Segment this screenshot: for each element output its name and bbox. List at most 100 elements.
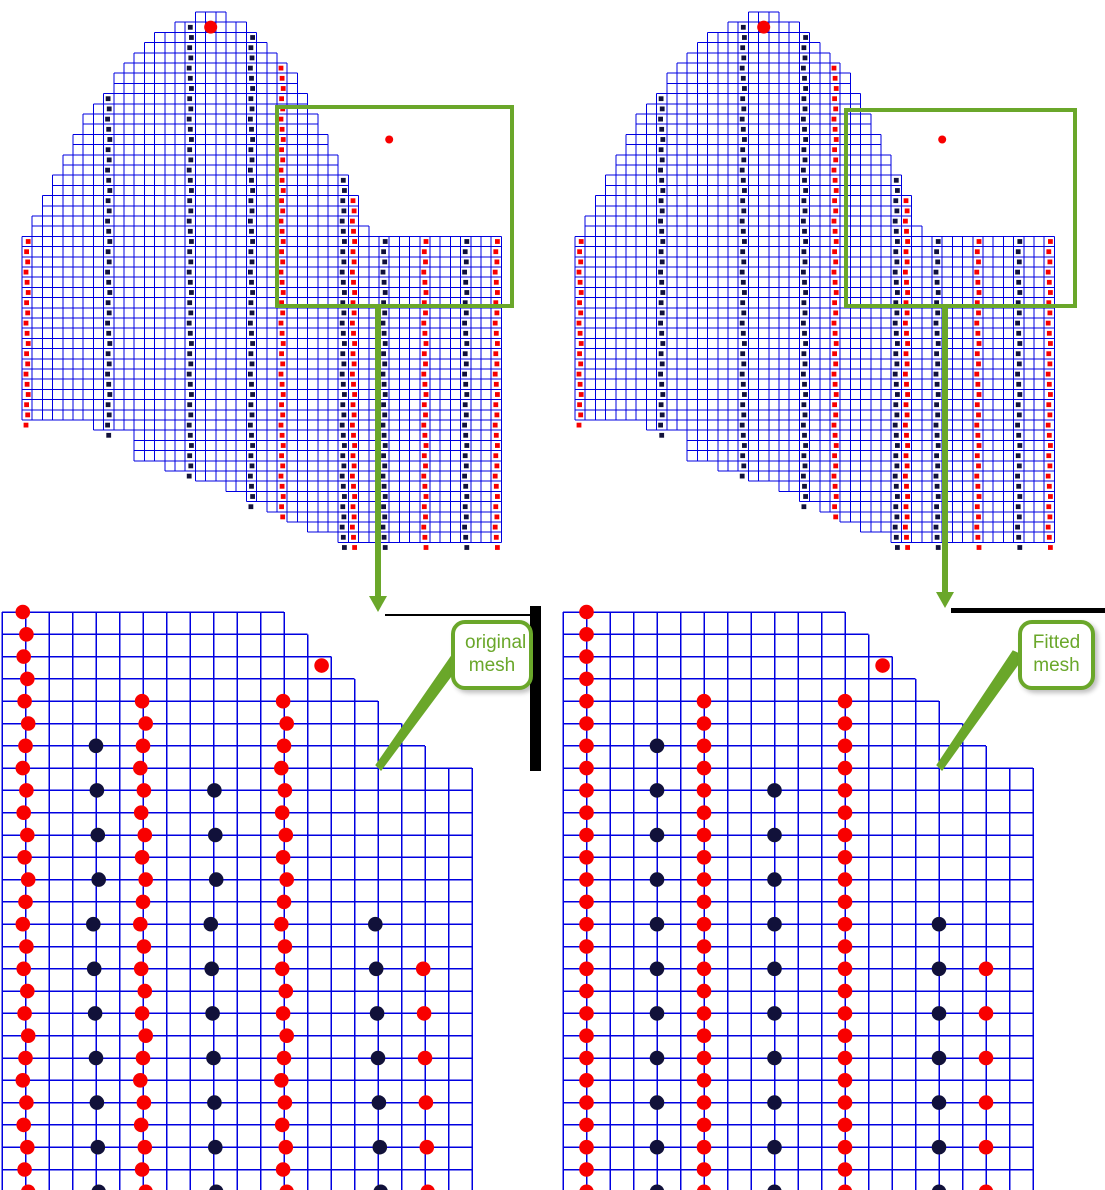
- producer-well-marker: [249, 157, 255, 163]
- producer-well-marker: [249, 177, 254, 183]
- producer-well-marker: [658, 320, 663, 326]
- producer-well-marker: [801, 300, 807, 306]
- injector-well-marker: [351, 259, 357, 265]
- producer-well-marker: [935, 443, 941, 448]
- producer-well-marker: [105, 167, 110, 173]
- detail-well-markers: [579, 604, 994, 1190]
- injector-well-marker: [15, 760, 31, 776]
- producer-well-marker: [801, 320, 806, 326]
- injector-well-marker: [974, 453, 980, 459]
- injector-well-marker: [833, 514, 839, 520]
- injector-well-marker: [832, 381, 838, 387]
- producer-well-marker: [893, 177, 899, 183]
- producer-well-marker: [248, 147, 254, 153]
- injector-well-marker: [492, 320, 498, 326]
- producer-well-marker: [739, 422, 745, 428]
- injector-well-marker: [20, 827, 35, 843]
- injector-well-marker: [1047, 259, 1053, 265]
- injector-well-marker: [138, 872, 153, 887]
- injector-well-marker: [831, 422, 837, 428]
- producer-well-marker: [463, 514, 469, 520]
- producer-well-marker: [339, 473, 345, 479]
- injector-well-marker: [279, 96, 284, 102]
- injector-well-marker: [278, 473, 284, 479]
- injector-well-marker: [831, 218, 837, 224]
- producer-well-marker: [106, 259, 112, 265]
- injector-well-marker: [492, 524, 498, 530]
- producer-well-marker: [894, 412, 900, 418]
- injector-well-marker: [495, 392, 500, 397]
- producer-well-marker: [249, 330, 254, 336]
- producer-well-marker: [803, 35, 808, 40]
- producer-well-marker: [463, 483, 469, 489]
- injector-well-marker: [16, 805, 32, 820]
- injector-well-marker: [832, 147, 837, 153]
- injector-well-marker: [904, 514, 910, 520]
- injector-well-marker: [350, 269, 355, 275]
- producer-well-marker: [381, 249, 386, 255]
- mesh-svg-bottom-left: [1, 604, 473, 1190]
- producer-well-marker: [739, 320, 745, 326]
- injector-well-marker: [280, 463, 286, 469]
- producer-well-marker: [935, 239, 941, 244]
- producer-well-marker: [342, 545, 347, 550]
- producer-well-marker: [340, 228, 346, 234]
- injector-well-marker: [421, 300, 427, 306]
- injector-well-marker: [833, 157, 839, 163]
- injector-well-marker: [24, 381, 30, 387]
- producer-well-marker: [801, 504, 807, 510]
- producer-well-marker: [340, 534, 346, 540]
- producer-well-marker: [188, 310, 194, 316]
- injector-well-marker: [974, 320, 980, 326]
- panel-top-right-fitted-mesh: [553, 0, 1105, 608]
- producer-well-marker: [740, 228, 746, 234]
- injector-well-marker: [279, 432, 285, 438]
- injector-well-marker: [133, 760, 148, 776]
- producer-well-marker: [649, 1050, 665, 1066]
- injector-well-marker: [903, 422, 908, 428]
- injector-well-marker: [278, 320, 284, 326]
- injector-well-marker: [274, 760, 289, 776]
- producer-well-marker: [342, 443, 347, 448]
- injector-well-marker: [579, 1073, 594, 1088]
- producer-well-marker: [658, 167, 663, 173]
- producer-well-marker: [208, 1139, 223, 1155]
- producer-well-marker: [934, 453, 939, 459]
- producer-well-marker: [380, 320, 386, 326]
- producer-well-marker: [741, 412, 747, 418]
- producer-well-marker: [88, 738, 104, 754]
- producer-well-marker: [342, 494, 347, 499]
- injector-well-marker: [23, 269, 29, 275]
- producer-well-marker: [341, 514, 347, 520]
- injector-well-marker: [903, 320, 908, 326]
- producer-well-marker: [106, 330, 112, 336]
- producer-well-marker: [381, 402, 386, 408]
- producer-well-marker: [658, 300, 664, 306]
- producer-well-marker: [188, 157, 194, 163]
- producer-well-marker: [1015, 269, 1020, 275]
- producer-well-marker: [894, 463, 900, 469]
- producer-well-marker: [189, 341, 194, 346]
- producer-well-marker: [340, 453, 346, 459]
- injector-well-marker: [493, 432, 499, 438]
- injector-well-marker: [837, 850, 853, 865]
- producer-well-marker: [107, 290, 113, 295]
- producer-well-marker: [464, 545, 470, 550]
- producer-well-marker: [106, 157, 112, 163]
- injector-well-marker: [493, 483, 499, 489]
- injector-well-marker: [280, 443, 286, 448]
- producer-well-marker: [368, 961, 384, 977]
- zoom-connector-arrow: [936, 306, 954, 608]
- producer-well-marker: [250, 86, 255, 91]
- producer-well-marker: [107, 341, 113, 346]
- producer-well-marker: [187, 432, 193, 438]
- producer-well-marker: [803, 392, 808, 397]
- producer-well-marker: [381, 300, 386, 306]
- injector-well-marker: [274, 916, 289, 932]
- producer-well-marker: [741, 463, 747, 469]
- producer-well-marker: [186, 269, 192, 275]
- injector-well-marker: [138, 716, 153, 731]
- injector-well-marker: [976, 463, 981, 469]
- injector-well-marker: [423, 494, 429, 499]
- producer-well-marker: [802, 412, 808, 418]
